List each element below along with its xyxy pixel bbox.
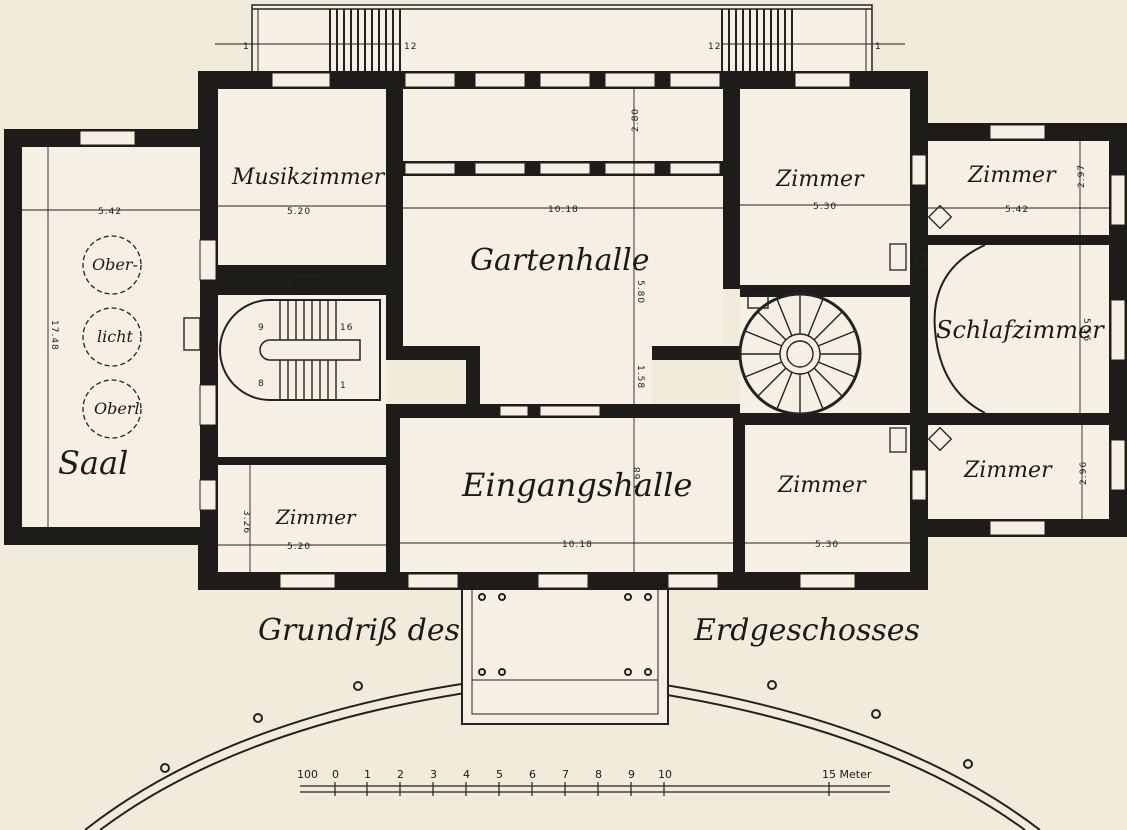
stair-label-8: 8 (258, 379, 265, 389)
scale-bar (300, 782, 890, 796)
dimension-lines (22, 89, 1109, 572)
terrace-dim-1a: 1 (243, 42, 250, 52)
fixtures (889, 204, 953, 453)
oberlicht-label-3: Oberl (94, 399, 140, 418)
oberlicht-skylights (82, 235, 142, 439)
staircase-west (183, 275, 381, 401)
dim-top-height: 2.80 (631, 108, 641, 132)
dim-garten-height: 5.80 (635, 280, 645, 304)
dim-mid-height: 1.58 (635, 365, 645, 389)
scale-tick-7: 7 (562, 768, 569, 781)
scale-tick-4: 4 (463, 768, 470, 781)
scale-tick-1: 1 (364, 768, 371, 781)
scale-end-label: 15 Meter (822, 768, 872, 781)
room-zimmer-se: Zimmer (963, 458, 1053, 483)
dim-zfne-width: 5.42 (1005, 205, 1029, 215)
windows (79, 72, 1126, 589)
scale-prefix: 100 (297, 768, 318, 781)
room-zimmer-sw: Zimmer (275, 505, 357, 529)
dim-zfne-height: 2.97 (1077, 164, 1087, 188)
terrace-stair-left (329, 9, 401, 73)
terrace (215, 4, 905, 74)
room-saal: Saal (58, 444, 128, 482)
dim-eingang-width: 10.18 (562, 540, 593, 550)
dim-zne-width: 5.30 (813, 202, 837, 212)
dim-saal-width: 5.42 (98, 207, 122, 217)
dim-garten-width: 10.18 (548, 205, 579, 215)
scale-tick-3: 3 (430, 768, 437, 781)
walls (4, 71, 1127, 590)
scale-tick-8: 8 (595, 768, 602, 781)
oberlicht-label-2: licht (97, 327, 134, 346)
dim-zsw-height: 3.26 (241, 510, 251, 534)
scale-tick-5: 5 (496, 768, 503, 781)
room-zimmer-s: Zimmer (777, 473, 867, 498)
schlafzimmer-curves (933, 244, 986, 414)
stair-label-1: 1 (340, 381, 347, 391)
stair-label-16: 16 (340, 323, 353, 333)
dim-musik-width: 5.20 (287, 207, 311, 217)
dim-zsw-width: 5.20 (287, 542, 311, 552)
terrace-stair-right (721, 9, 793, 73)
dim-saal-length: 17.48 (49, 320, 59, 351)
spiral-staircase (738, 292, 862, 416)
scale-tick-9: 9 (628, 768, 635, 781)
room-gartenhalle: Gartenhalle (470, 243, 649, 278)
room-zimmer-ne: Zimmer (775, 167, 865, 192)
scale-tick-0: 0 (332, 768, 339, 781)
scale-tick-2: 2 (397, 768, 404, 781)
room-zimmer-far-ne: Zimmer (967, 163, 1057, 188)
scale-tick-6: 6 (529, 768, 536, 781)
oberlicht-label-1: Ober- (92, 255, 138, 274)
plan-title-right: Erdgeschosses (693, 613, 920, 648)
dim-zs-width: 5.30 (815, 540, 839, 550)
terrace-dim-1b: 1 (875, 42, 882, 52)
room-eingangshalle: Eingangshalle (461, 466, 692, 504)
floors (22, 89, 1109, 572)
entrance-porch (461, 585, 669, 725)
dim-schlaf-height: 5.56 (1081, 318, 1091, 342)
scale-tick-10: 10 (658, 768, 672, 781)
room-schlafzimmer: Schlafzimmer (936, 316, 1105, 344)
stair-label-9: 9 (258, 323, 265, 333)
terrace-dim-12b: 12 (708, 42, 721, 52)
room-musikzimmer: Musikzimmer (231, 165, 386, 190)
dim-eingang-height: 4.68 (633, 466, 643, 490)
terrace-dim-12a: 12 (404, 42, 417, 52)
dim-zse-height: 2.96 (1079, 461, 1089, 485)
plan-title-left: Grundriß des (258, 613, 460, 648)
